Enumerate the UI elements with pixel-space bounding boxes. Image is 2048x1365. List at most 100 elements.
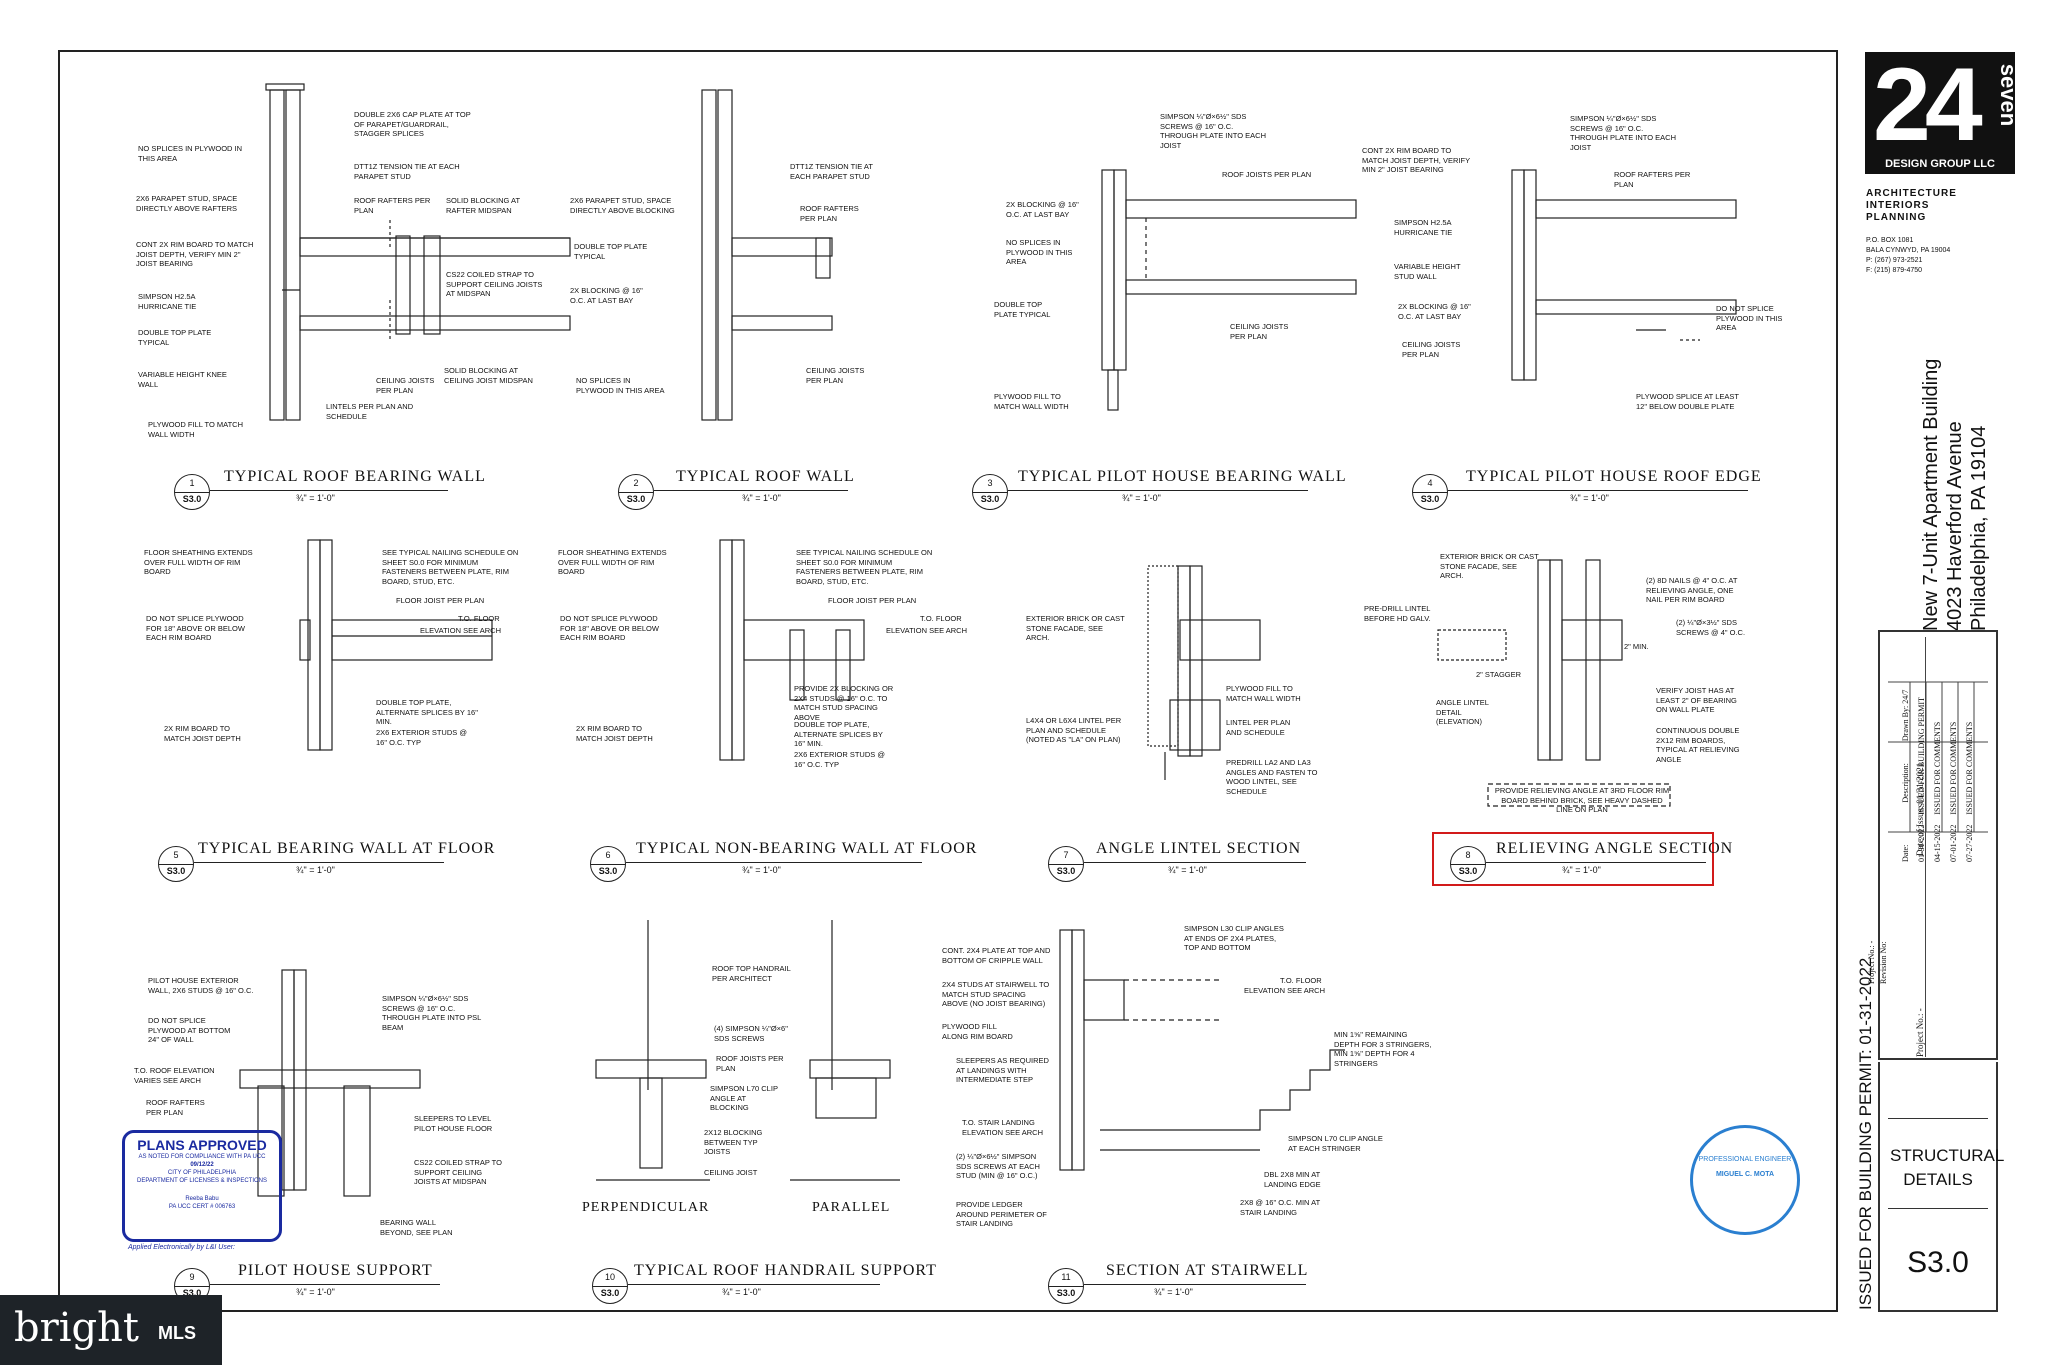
- note: PLYWOOD SPLICE AT LEAST 12" BELOW DOUBLE…: [1636, 392, 1739, 411]
- note: SIMPSON H2.5A HURRICANE TIE: [1394, 218, 1453, 237]
- note: CONT 2x RIM BOARD TO MATCH JOIST DEPTH, …: [1362, 146, 1470, 174]
- note: T.O. FLOOR: [920, 614, 962, 623]
- note: SLEEPERS AS REQUIRED AT LANDINGS WITH IN…: [956, 1056, 1049, 1084]
- note: FLOOR JOIST PER PLAN: [396, 596, 485, 605]
- engineer-seal: PROFESSIONAL ENGINEER MIGUEL C. MOTA: [1690, 1125, 1800, 1235]
- note: DO NOT SPLICE PLYWOOD AT BOTTOM 24" OF W…: [148, 1016, 231, 1044]
- note: DO NOT SPLICE PLYWOOD IN THIS AREA: [1716, 304, 1783, 332]
- note: PILOT HOUSE EXTERIOR WALL, 2x6 STUDS @ 1…: [148, 976, 254, 995]
- stamp-note: Applied Electronically by L&I User:: [128, 1244, 235, 1251]
- note: PRE-DRILL LINTEL BEFORE HD GALV.: [1364, 604, 1431, 623]
- note: 2x BLOCKING @ 16" O.C. AT LAST BAY: [1006, 200, 1079, 219]
- note: EXTERIOR BRICK OR CAST STONE FACADE, SEE…: [1440, 552, 1539, 580]
- note: SIMPSON H2.5A HURRICANE TIE: [138, 292, 197, 311]
- note: 2x RIM BOARD TO MATCH JOIST DEPTH: [164, 724, 241, 743]
- note: NO SPLICES IN PLYWOOD IN THIS AREA: [138, 144, 243, 163]
- note: ROOF RAFTERS PER PLAN: [800, 204, 859, 223]
- note: VARIABLE HEIGHT KNEE WALL: [138, 370, 227, 389]
- note: 2x6 PARAPET STUD, SPACE DIRECTLY ABOVE B…: [570, 196, 675, 215]
- note: BEARING WALL BEYOND, SEE PLAN: [380, 1218, 453, 1237]
- firm-logo: 24 seven DESIGN GROUP LLC: [1865, 47, 2021, 182]
- note: SEE TYPICAL NAILING SCHEDULE ON SHEET S0…: [382, 548, 519, 586]
- revision-table: Project No.: - Date of Issue: 01/31/2021…: [1867, 630, 1998, 1060]
- note: 2x BLOCKING @ 16" O.C. AT LAST BAY: [570, 286, 643, 305]
- sheet-number: S3.0: [1907, 1246, 1969, 1279]
- note: VARIES SEE ARCH: [134, 1076, 201, 1085]
- note: ELEVATION SEE ARCH: [1244, 986, 1325, 995]
- note: CS22 COILED STRAP TO SUPPORT CEILING JOI…: [414, 1158, 502, 1186]
- note: ELEVATION SEE ARCH: [962, 1128, 1043, 1137]
- note: T.O. ROOF ELEVATION: [134, 1066, 215, 1075]
- note: CEILING JOISTS PER PLAN: [376, 376, 435, 395]
- note: T.O. FLOOR: [1280, 976, 1322, 985]
- note: DOUBLE TOP PLATE, ALTERNATE SPLICES BY 1…: [376, 698, 478, 726]
- note: MIN 1⅝" REMAINING DEPTH FOR 3 STRINGERS,…: [1334, 1030, 1432, 1068]
- note: DTT1Z TENSION TIE AT EACH PARAPET STUD: [354, 162, 460, 181]
- note: ROOF RAFTERS PER PLAN: [1614, 170, 1691, 189]
- perpendicular-label: PERPENDICULAR: [582, 1200, 710, 1215]
- note: DTT1Z TENSION TIE AT EACH PARAPET STUD: [790, 162, 873, 181]
- note: 2" STAGGER: [1476, 670, 1522, 679]
- note: SIMPSON L70 CLIP ANGLE AT BLOCKING: [710, 1084, 778, 1112]
- note: PLYWOOD FILL TO MATCH WALL WIDTH: [1226, 684, 1301, 703]
- note: PLYWOOD FILL ALONG RIM BOARD: [942, 1022, 1013, 1041]
- note: DOUBLE 2x6 CAP PLATE AT TOP OF PARAPET/G…: [354, 110, 471, 138]
- note: (2) ¼"ø×3½" SDS SCREWS @ 4" O.C.: [1676, 618, 1746, 637]
- note: PREDRILL LA2 AND LA3 ANGLES AND FASTEN T…: [1226, 758, 1318, 796]
- note: (2) ¼"ø×6½" SIMPSON SDS SCREWS AT EACH S…: [956, 1152, 1040, 1180]
- note: CEILING JOIST: [704, 1168, 758, 1177]
- note: T.O. FLOOR: [458, 614, 500, 623]
- note: CEILING JOISTS PER PLAN: [1402, 340, 1461, 359]
- note: VARIABLE HEIGHT STUD WALL: [1394, 262, 1461, 281]
- sheet-title-block: STRUCTURAL DETAILS S3.0: [1878, 1062, 2005, 1312]
- revision-grid: [1888, 681, 1988, 833]
- sheet-title: STRUCTURAL DETAILS: [1890, 1146, 2005, 1189]
- note: ELEVATION SEE ARCH: [420, 626, 501, 635]
- note: NO SPLICES IN PLYWOOD IN THIS AREA: [1006, 238, 1073, 266]
- note: L4x4 OR L6x4 LINTEL PER PLAN AND SCHEDUL…: [1026, 716, 1122, 744]
- note: LINTEL PER PLAN AND SCHEDULE: [1226, 718, 1291, 737]
- drawing-sheet-border: [58, 50, 1838, 1312]
- selected-detail-highlight: [1432, 832, 1714, 886]
- note: ROOF JOISTS PER PLAN: [1222, 170, 1312, 179]
- note: (4) SIMPSON ¼"ø×6" SDS SCREWS: [714, 1024, 788, 1043]
- note: SIMPSON ¼"ø×6½" SDS SCREWS @ 16" O.C. TH…: [1160, 112, 1266, 150]
- note: DOUBLE TOP PLATE TYPICAL: [138, 328, 212, 347]
- note: PLYWOOD FILL TO MATCH WALL WIDTH: [994, 392, 1069, 411]
- note: 2x12 BLOCKING BETWEEN TYP JOISTS: [704, 1128, 763, 1156]
- note: 2x RIM BOARD TO MATCH JOIST DEPTH: [576, 724, 653, 743]
- note: SOLID BLOCKING AT RAFTER MIDSPAN: [446, 196, 520, 215]
- note: SIMPSON ¼"ø×6½" SDS SCREWS @ 16" O.C. TH…: [382, 994, 482, 1032]
- note: 2x6 PARAPET STUD, SPACE DIRECTLY ABOVE R…: [136, 194, 238, 213]
- note: ELEVATION SEE ARCH: [886, 626, 967, 635]
- note: (2) 8d NAILS @ 4" O.C. AT RELIEVING ANGL…: [1646, 576, 1738, 604]
- note: VERIFY JOIST HAS AT LEAST 2" OF BEARING …: [1656, 686, 1737, 714]
- note: PROVIDE LEDGER AROUND PERIMETER OF STAIR…: [956, 1200, 1047, 1228]
- note: SLEEPERS TO LEVEL PILOT HOUSE FLOOR: [414, 1114, 493, 1133]
- note: PLYWOOD FILL TO MATCH WALL WIDTH: [148, 420, 244, 439]
- note: DO NOT SPLICE PLYWOOD FOR 18" ABOVE OR B…: [146, 614, 245, 642]
- note: CONT. 2x4 PLATE AT TOP AND BOTTOM OF CRI…: [942, 946, 1051, 965]
- note: NO SPLICES IN PLYWOOD IN THIS AREA: [576, 376, 665, 395]
- note: FLOOR SHEATHING EXTENDS OVER FULL WIDTH …: [558, 548, 667, 576]
- parallel-label: PARALLEL: [812, 1200, 891, 1215]
- bright-mls-watermark: bright MLS: [0, 1295, 222, 1365]
- note: 2x8 @ 16" O.C. MIN AT STAIR LANDING: [1240, 1198, 1321, 1217]
- note: DOUBLE TOP PLATE TYPICAL: [574, 242, 648, 261]
- note: DO NOT SPLICE PLYWOOD FOR 18" ABOVE OR B…: [560, 614, 659, 642]
- note: ROOF JOISTS PER PLAN: [716, 1054, 784, 1073]
- note: ROOF RAFTERS PER PLAN: [354, 196, 431, 215]
- note: T.O. STAIR LANDING: [962, 1118, 1035, 1127]
- note: SIMPSON L30 CLIP ANGLES AT ENDS OF 2x4 P…: [1184, 924, 1284, 952]
- note: 2x6 EXTERIOR STUDS @ 16" O.C. TYP: [794, 750, 885, 769]
- note: ROOF TOP HANDRAIL PER ARCHITECT: [712, 964, 791, 983]
- note: 2" MIN.: [1624, 642, 1649, 651]
- note: SOLID BLOCKING AT CEILING JOIST MIDSPAN: [444, 366, 533, 385]
- note: DOUBLE TOP PLATE TYPICAL: [994, 300, 1051, 319]
- note: ROOF RAFTERS PER PLAN: [146, 1098, 205, 1117]
- note: ANGLE LINTEL DETAIL (ELEVATION): [1436, 698, 1489, 726]
- note: FLOOR SHEATHING EXTENDS OVER FULL WIDTH …: [144, 548, 253, 576]
